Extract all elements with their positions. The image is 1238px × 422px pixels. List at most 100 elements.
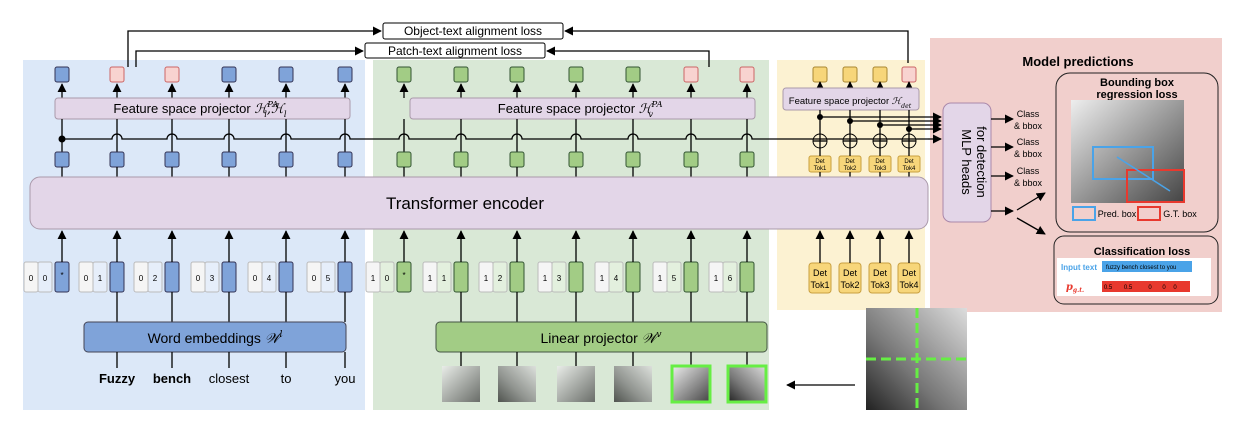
position-value: 2 xyxy=(498,274,503,283)
image-patch xyxy=(498,366,536,402)
position-cell xyxy=(608,261,624,293)
position-value: 4 xyxy=(614,274,619,283)
vision-encoded-token xyxy=(568,151,584,168)
position-cell xyxy=(551,261,567,293)
object-text-loss-label: Object-text alignment loss xyxy=(404,24,542,38)
embedding-cell xyxy=(739,261,755,293)
label-text: Feature space projector xyxy=(498,101,639,116)
det-output-token xyxy=(901,66,917,83)
det-token-label: Det xyxy=(902,268,917,278)
vision-output-token xyxy=(625,66,641,83)
input-text-value: fuzzy bench closest to you xyxy=(1106,265,1176,271)
position-value: 2 xyxy=(153,274,158,283)
pgt-subscript: g.t. xyxy=(1073,287,1084,294)
position-cell xyxy=(261,261,277,293)
det-token-label: Tok4 xyxy=(899,280,918,290)
det-token-label: Det xyxy=(813,268,828,278)
position-cell xyxy=(320,261,336,293)
class-output-label: Class xyxy=(1017,166,1040,176)
mlp-heads-label: MLP heads xyxy=(959,129,974,195)
vision-encoded-token xyxy=(509,151,525,168)
class-output-label: Class xyxy=(1017,137,1040,147)
position-value: 0 xyxy=(196,274,201,283)
cls-marker: * xyxy=(402,271,405,280)
position-cell xyxy=(722,261,738,293)
math-symbol: ℋ xyxy=(892,96,903,107)
linear-projector-box xyxy=(435,321,768,353)
position-value: 1 xyxy=(98,274,103,283)
position-cell xyxy=(147,261,163,293)
det-output-token xyxy=(872,66,888,83)
object-loss-arrow-right xyxy=(564,26,909,63)
input-word: you xyxy=(335,371,356,386)
superscript: PA xyxy=(651,99,663,109)
position-value: 0 xyxy=(139,274,144,283)
patch-loss-arrow-left xyxy=(135,46,364,67)
subscript: v xyxy=(648,109,653,119)
label-text: Feature space projector xyxy=(789,96,892,107)
math-symbol: ℋ xyxy=(639,102,654,117)
det-token-label: Det xyxy=(873,268,888,278)
label-text: Feature space projector xyxy=(113,101,254,116)
vision-encoded-token xyxy=(396,151,412,168)
embedding-cell xyxy=(568,261,584,293)
bbox-output-label: & bbox xyxy=(1014,149,1043,159)
vision-encoded-token xyxy=(739,151,755,168)
position-value: 6 xyxy=(728,274,733,283)
ground-truth-box xyxy=(1126,169,1185,203)
text-encoded-token xyxy=(109,151,125,168)
pgt-label: pg.t. xyxy=(1066,282,1084,294)
vision-output-token xyxy=(568,66,584,83)
pred-box-legend-label: Pred. box xyxy=(1098,209,1137,219)
superscript: v xyxy=(656,330,662,340)
embedding-cell xyxy=(337,261,353,293)
bbox-output-label: & bbox xyxy=(1014,121,1043,131)
input-word: bench xyxy=(153,371,191,386)
regression-arrow xyxy=(1116,156,1171,192)
det-output-token xyxy=(842,66,858,83)
position-value: 0 xyxy=(43,274,48,283)
det-token-label: Tok2 xyxy=(840,280,859,290)
to-bbox-loss-arrow xyxy=(1016,192,1046,211)
vision-output-token xyxy=(396,66,412,83)
word-embeddings-box xyxy=(83,321,347,353)
vision-output-token xyxy=(683,66,699,83)
linear-projector-label: Linear projector 𝒲v xyxy=(541,330,663,347)
pgt-value: 0 xyxy=(1173,285,1177,291)
model-predictions-title: Model predictions xyxy=(1022,54,1133,69)
patch-text-loss-box xyxy=(364,42,546,59)
det-token-small-label: Tok3 xyxy=(874,166,887,172)
embedding-cell xyxy=(278,261,294,293)
subscript: det xyxy=(901,103,912,110)
det-token-label: Tok1 xyxy=(810,280,829,290)
position-value: 1 xyxy=(484,274,489,283)
image-patch xyxy=(442,366,480,402)
text-output-token xyxy=(221,66,237,83)
bbox-output-label: & bbox xyxy=(1014,178,1043,188)
det-token-label: Tok3 xyxy=(870,280,889,290)
position-value: 3 xyxy=(557,274,562,283)
vision-encoded-token xyxy=(625,151,641,168)
math-symbol: 𝒲 xyxy=(265,331,283,347)
position-cell xyxy=(492,261,508,293)
det-token-small-label: Tok1 xyxy=(814,166,827,172)
input-word: Fuzzy xyxy=(99,371,136,386)
text-output-token xyxy=(278,66,294,83)
det-output-token xyxy=(812,66,828,83)
image-patch xyxy=(670,364,712,404)
position-value: 1 xyxy=(543,274,548,283)
gt-box-legend-swatch xyxy=(1137,206,1161,221)
patch-text-loss-label: Patch-text alignment loss xyxy=(388,44,522,58)
superscript: l xyxy=(280,330,283,340)
to-cls-loss-arrow xyxy=(1016,217,1046,235)
bbox-loss-title: Bounding box xyxy=(1100,77,1175,89)
subscript: l xyxy=(264,109,267,119)
gt-box-legend-label: G.T. box xyxy=(1163,209,1197,219)
